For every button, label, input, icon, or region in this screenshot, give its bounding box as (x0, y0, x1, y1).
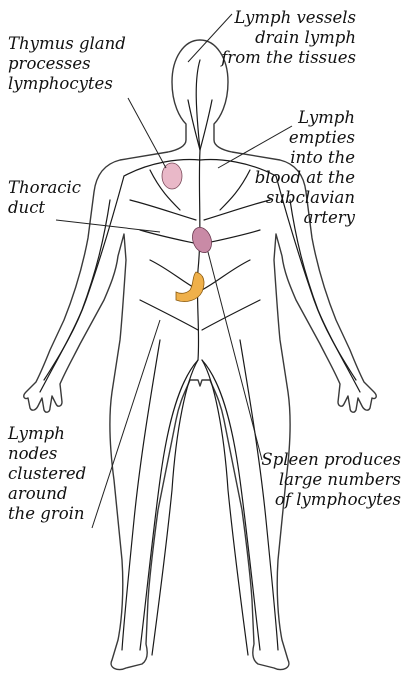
pancreas (176, 272, 204, 302)
lymph-vessel-line (290, 200, 360, 392)
label-spleen: Spleen produces large numbers of lymphoc… (261, 450, 401, 510)
lymph-vessel-line (202, 360, 260, 650)
label-thymus-gland: Thymus gland processes lymphocytes (8, 34, 126, 94)
lymph-vessel-line (140, 230, 198, 244)
lymph-vessel-line (197, 150, 200, 360)
leader-lymph-nodes (92, 320, 160, 528)
lymph-vessel-line (202, 260, 250, 290)
lymph-vessel-line (40, 200, 110, 392)
lymph-vessel-line (130, 200, 196, 220)
label-lymph-vessels: Lymph vessels drain lymph from the tissu… (221, 8, 356, 68)
lymph-vessel-line (202, 300, 260, 330)
leader-spleen (208, 252, 262, 460)
lymph-vessel-line (220, 170, 250, 210)
label-thoracic-duct: Thoracic duct (8, 178, 81, 218)
spleen (189, 225, 215, 256)
label-lymph-nodes: Lymph nodes clustered around the groin (8, 424, 86, 524)
lymph-vessel-line (122, 340, 160, 650)
lymph-vessel-line (150, 260, 198, 290)
label-lymph-empties: Lymph empties into the blood at the subc… (255, 108, 355, 228)
lymph-vessel-line (140, 360, 198, 650)
lymph-vessel-line (200, 100, 212, 150)
lymph-vessel-line (140, 300, 198, 330)
